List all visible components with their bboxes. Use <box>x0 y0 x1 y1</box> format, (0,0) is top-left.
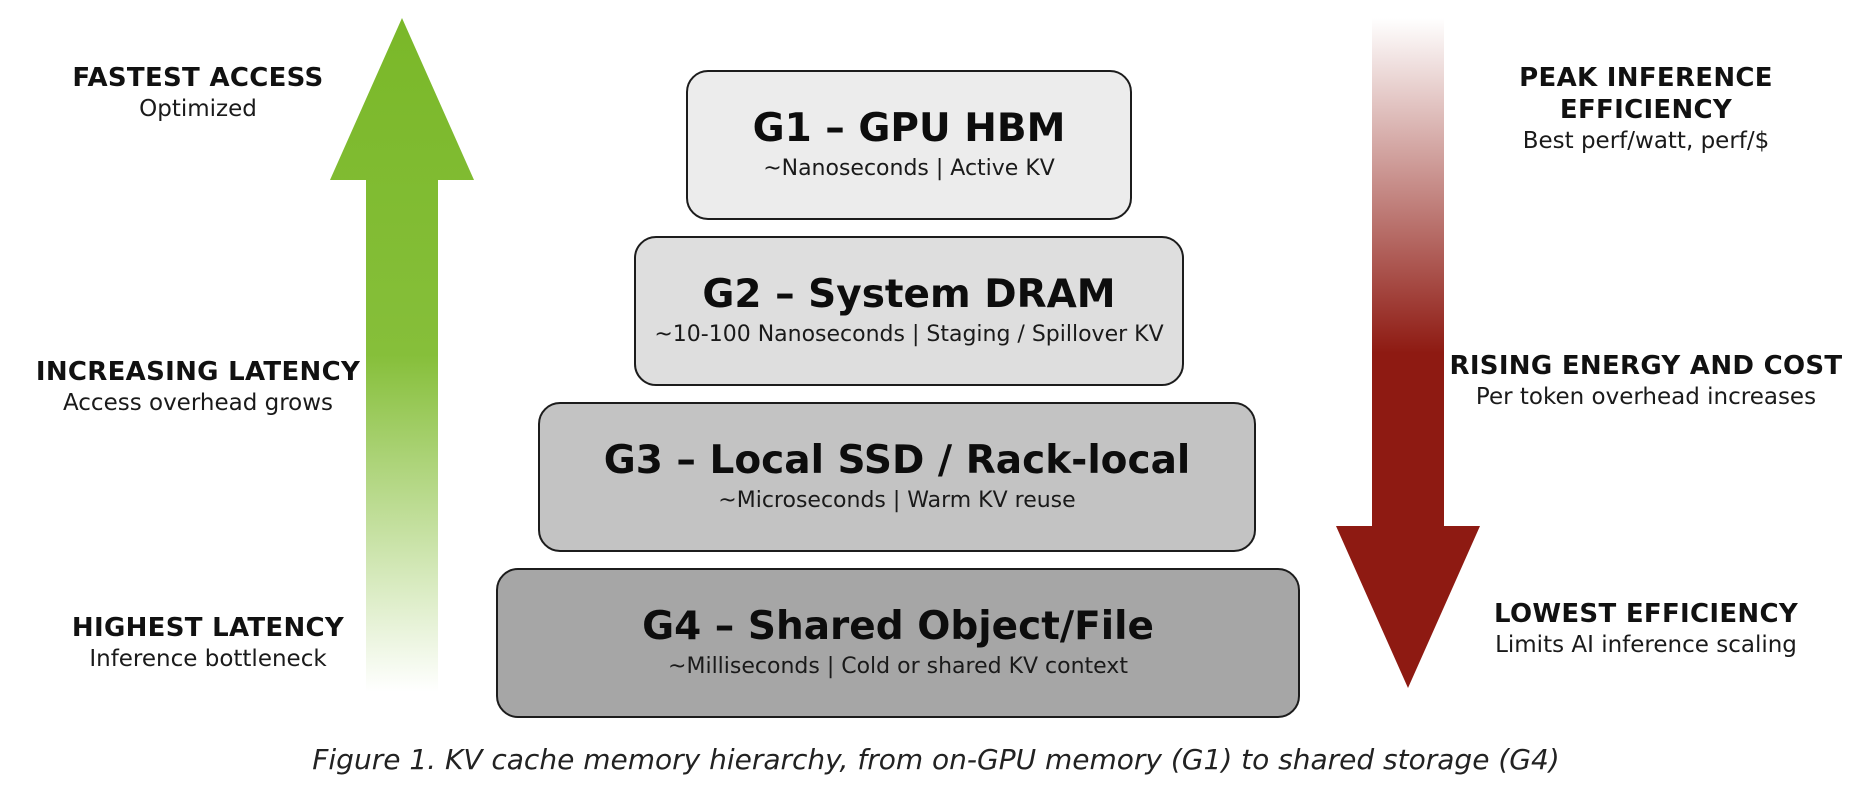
label-heading: HIGHEST LATENCY <box>71 613 345 643</box>
label-subtext: Inference bottleneck <box>89 646 327 672</box>
label-subtext: Optimized <box>139 96 257 122</box>
label-lowest-efficiency: LOWEST EFFICIENCY Limits AI inference sc… <box>1466 598 1826 660</box>
label-highest-latency: HIGHEST LATENCY Inference bottleneck <box>50 612 366 674</box>
label-rising-energy-and-cost: RISING ENERGY AND COST Per token overhea… <box>1446 350 1846 412</box>
tier-subtitle: ~10-100 Nanoseconds | Staging / Spillove… <box>654 322 1164 347</box>
label-heading: INCREASING LATENCY <box>35 357 361 387</box>
label-heading: FASTEST ACCESS <box>72 63 324 93</box>
tier-subtitle: ~Milliseconds | Cold or shared KV contex… <box>668 654 1128 679</box>
label-heading-line1: PEAK INFERENCE <box>1519 63 1773 93</box>
efficiency-down-arrow-icon <box>1336 18 1480 688</box>
figure-caption: Figure 1. KV cache memory hierarchy, fro… <box>312 743 1560 776</box>
tier-title: G1 – GPU HBM <box>752 106 1066 151</box>
label-peak-inference-efficiency: PEAK INFERENCE EFFICIENCY Best perf/watt… <box>1476 62 1816 156</box>
label-fastest-access: FASTEST ACCESS Optimized <box>40 62 356 124</box>
latency-up-arrow-icon <box>330 18 474 692</box>
label-increasing-latency: INCREASING LATENCY Access overhead grows <box>20 356 376 418</box>
label-heading-line2: EFFICIENCY <box>1559 95 1733 125</box>
tier-g2: G2 – System DRAM ~10-100 Nanoseconds | S… <box>634 236 1184 386</box>
tier-g3: G3 – Local SSD / Rack-local ~Microsecond… <box>538 402 1256 552</box>
label-subtext: Limits AI inference scaling <box>1495 632 1797 658</box>
tier-subtitle: ~Nanoseconds | Active KV <box>763 156 1055 181</box>
tier-g4: G4 – Shared Object/File ~Milliseconds | … <box>496 568 1300 718</box>
tier-subtitle: ~Microseconds | Warm KV reuse <box>718 488 1076 513</box>
label-heading: LOWEST EFFICIENCY <box>1494 599 1798 629</box>
label-subtext: Access overhead grows <box>62 390 334 416</box>
tier-title: G4 – Shared Object/File <box>642 604 1154 649</box>
label-heading: RISING ENERGY AND COST <box>1449 351 1843 381</box>
tier-g1: G1 – GPU HBM ~Nanoseconds | Active KV <box>686 70 1132 220</box>
label-subtext: Per token overhead increases <box>1475 384 1817 410</box>
tier-title: G3 – Local SSD / Rack-local <box>603 438 1191 483</box>
label-subtext: Best perf/watt, perf/$ <box>1522 128 1770 154</box>
tier-title: G2 – System DRAM <box>702 272 1116 317</box>
